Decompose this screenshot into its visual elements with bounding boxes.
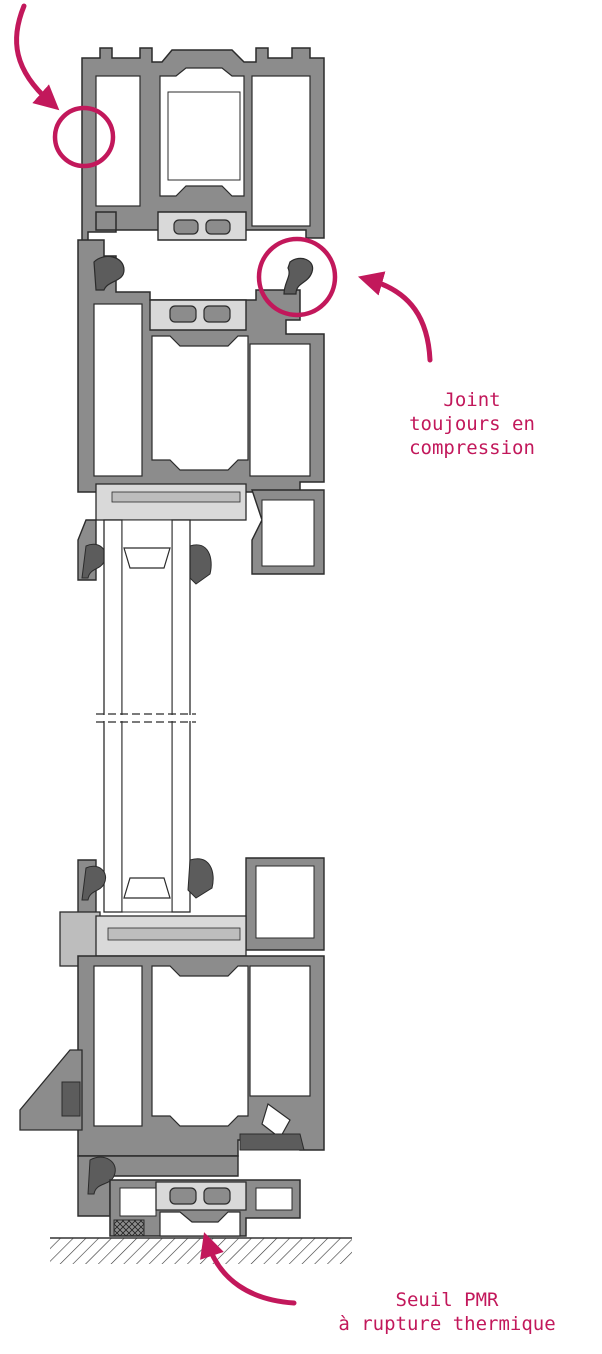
joint-label-line-2: toujours en [409,413,535,435]
glass-unit [96,519,196,913]
upper-sash-chamber-center [151,335,249,471]
top-frame-center-inner [167,91,241,181]
seuil-label-line-1: Seuil PMR [395,1289,499,1311]
glass-break-line [96,713,196,723]
joint-label-line-1: Joint [443,389,501,411]
top-frame-chamber-right [251,75,311,227]
curved-arrow-icon [14,3,60,111]
top-frame-chamber-center [159,67,245,197]
circle-highlight-icon [52,105,116,169]
seuil-label-line-2: à rupture thermique [338,1313,556,1335]
curved-arrow-icon [357,271,433,363]
top-thermal-break [157,211,247,241]
upper-sash-profile [77,239,325,493]
upper-sash-thermal-break [149,299,247,331]
left-gasket [93,255,125,291]
sill-foam [113,1219,145,1237]
glass-spacer-top [123,547,171,569]
lower-sash-profile [19,857,325,1157]
curved-arrow-icon [200,1232,297,1306]
pmr-sill [77,1155,301,1237]
glass-spacer-bottom [123,877,171,899]
top-frame-profile [81,47,325,263]
pmr-sill-label: Seuil PMR à rupture thermique [292,1288,602,1336]
right-compression-gasket [283,257,314,295]
joint-label-line-3: compression [409,437,535,459]
circle-highlight-icon [256,236,338,318]
upper-sash-chamber-right [249,343,311,477]
top-frame-chamber-left [95,75,141,207]
ground-hatch [50,1237,352,1264]
joint-compression-label: Joint toujours en compression [372,388,572,460]
annotation-highlights [14,3,433,1306]
upper-glazing-bead [77,483,325,585]
sill-thermal-break [155,1181,247,1211]
upper-sash-chamber-left [93,303,143,477]
